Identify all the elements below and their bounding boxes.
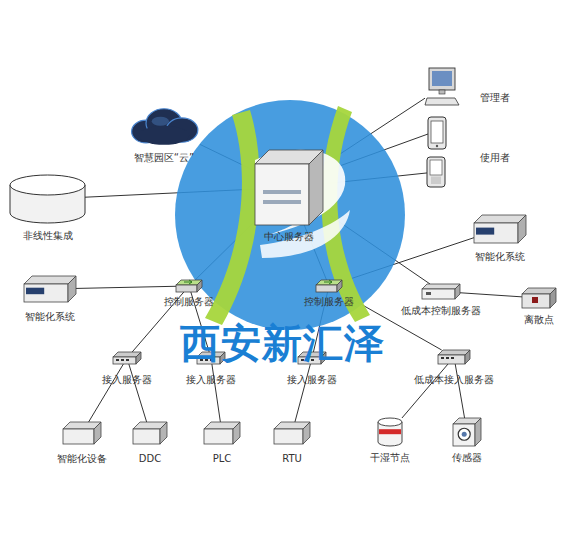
node-caption: 管理者 (480, 92, 510, 104)
sysbox-node: 智能化系统 (24, 276, 76, 302)
node-caption: 干湿节点 (370, 452, 410, 464)
device-icon (63, 422, 101, 444)
device-node: RTU (274, 422, 310, 444)
sensor-icon (453, 418, 481, 446)
node-caption: 传感器 (452, 452, 482, 464)
switch-node: 接入服务器 (113, 352, 141, 364)
sysbox-icon (474, 215, 526, 243)
node-caption: 低成本接入服务器 (414, 374, 494, 386)
cloud-icon (128, 108, 200, 146)
flat-node: 低成本控制服务器 (422, 284, 460, 299)
device-icon (133, 422, 167, 444)
server-node: 中心服务器 (255, 150, 323, 225)
pc-icon (425, 68, 459, 106)
sysbox-node: 智能化系统 (474, 215, 526, 243)
router-icon (176, 280, 202, 292)
node-caption: 非线性集成 (23, 230, 73, 242)
switch-node: 低成本接入服务器 (438, 350, 470, 364)
disk-icon (10, 175, 85, 223)
disk-node: 非线性集成 (10, 175, 85, 223)
node-caption: PLC (213, 453, 232, 465)
router-node: 控制服务器 (176, 280, 202, 292)
tablet-icon (428, 117, 446, 149)
node-caption: 使用者 (480, 152, 510, 164)
node-caption: 离散点 (524, 314, 554, 326)
node-caption: 智能化系统 (475, 251, 525, 263)
flat-icon (422, 284, 460, 299)
network-link (212, 364, 221, 422)
pc-node: 管理者 (425, 68, 459, 106)
node-caption: 控制服务器 (164, 296, 214, 308)
device-node: 智能化设备 (63, 422, 101, 444)
node-caption: DDC (139, 453, 161, 465)
sysbox-icon (24, 276, 76, 302)
discrete-node: 离散点 (522, 288, 556, 308)
network-link (295, 364, 310, 422)
node-caption: 接入服务器 (102, 374, 152, 386)
device-node: DDC (133, 422, 167, 444)
switch-icon (438, 350, 470, 364)
network-link (460, 293, 522, 297)
phone-node: 使用者 (427, 157, 445, 187)
router-icon (316, 280, 342, 292)
cloud-node: 智慧园区“云” (128, 108, 200, 146)
watermark: 西安新汇泽 (180, 316, 385, 371)
node-caption: 智能化设备 (57, 453, 107, 465)
sensor-node: 传感器 (453, 418, 481, 446)
network-link (455, 364, 464, 418)
network-link (89, 364, 124, 422)
node-caption: 控制服务器 (304, 296, 354, 308)
device-icon (274, 422, 310, 444)
dry-node: 干湿节点 (378, 418, 402, 446)
device-icon (204, 422, 240, 444)
network-link (402, 364, 448, 418)
dry-icon (378, 418, 402, 446)
network-link (129, 364, 147, 422)
node-caption: 智能化系统 (25, 311, 75, 323)
node-caption: 接入服务器 (186, 374, 236, 386)
node-caption: 低成本控制服务器 (401, 305, 481, 317)
node-caption: 中心服务器 (264, 231, 314, 243)
phone-icon (427, 157, 445, 187)
server-icon (255, 150, 323, 225)
device-node: PLC (204, 422, 240, 444)
node-caption: RTU (282, 453, 302, 465)
discrete-icon (522, 288, 556, 308)
node-caption: 智慧园区“云” (134, 152, 194, 164)
network-link (76, 286, 176, 288)
node-caption: 接入服务器 (287, 374, 337, 386)
router-node: 控制服务器 (316, 280, 342, 292)
switch-icon (113, 352, 141, 364)
